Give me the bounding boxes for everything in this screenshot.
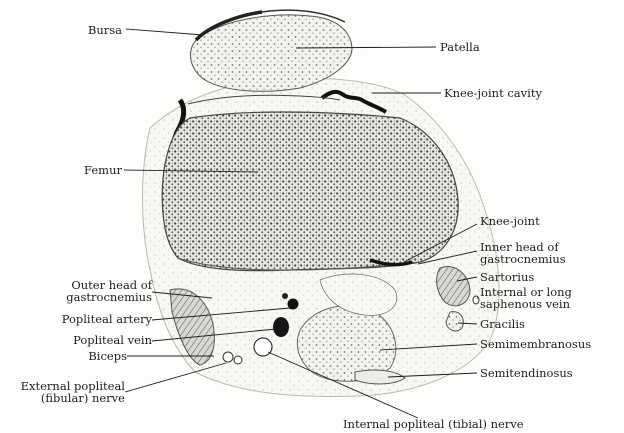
label-internal-saphenous-vein: Internal or long saphenous vein: [480, 286, 572, 310]
label-femur: Femur: [84, 164, 122, 176]
popliteal-vein-shape: [273, 317, 289, 337]
label-gracilis: Gracilis: [480, 318, 525, 330]
label-popliteal-artery: Popliteal artery: [62, 313, 152, 325]
femur-shape: [162, 112, 458, 271]
label-semitendinosus: Semitendinosus: [480, 367, 573, 379]
label-patella: Patella: [440, 41, 480, 53]
label-inner-head-gastrocnemius: Inner head of gastrocnemius: [480, 241, 566, 265]
label-internal-popliteal-nerve: Internal popliteal (tibial) nerve: [343, 418, 524, 430]
label-knee-joint: Knee-joint: [480, 215, 540, 227]
label-bursa: Bursa: [88, 24, 122, 36]
fibular-nerve-shape: [223, 352, 233, 362]
label-knee-joint-cavity: Knee-joint cavity: [444, 87, 542, 99]
label-popliteal-vein: Popliteal vein: [73, 334, 152, 346]
label-outer-head-gastrocnemius: Outer head of gastrocnemius: [66, 279, 152, 303]
label-biceps: Biceps: [88, 350, 127, 362]
gracilis-shape: [446, 312, 463, 331]
label-sartorius: Sartorius: [480, 271, 534, 283]
label-semimembranosus: Semimembranosus: [480, 338, 591, 350]
saphenous-vein-shape: [473, 296, 479, 304]
tibial-nerve-shape: [254, 338, 272, 356]
label-external-popliteal-nerve: External popliteal (fibular) nerve: [21, 380, 125, 404]
